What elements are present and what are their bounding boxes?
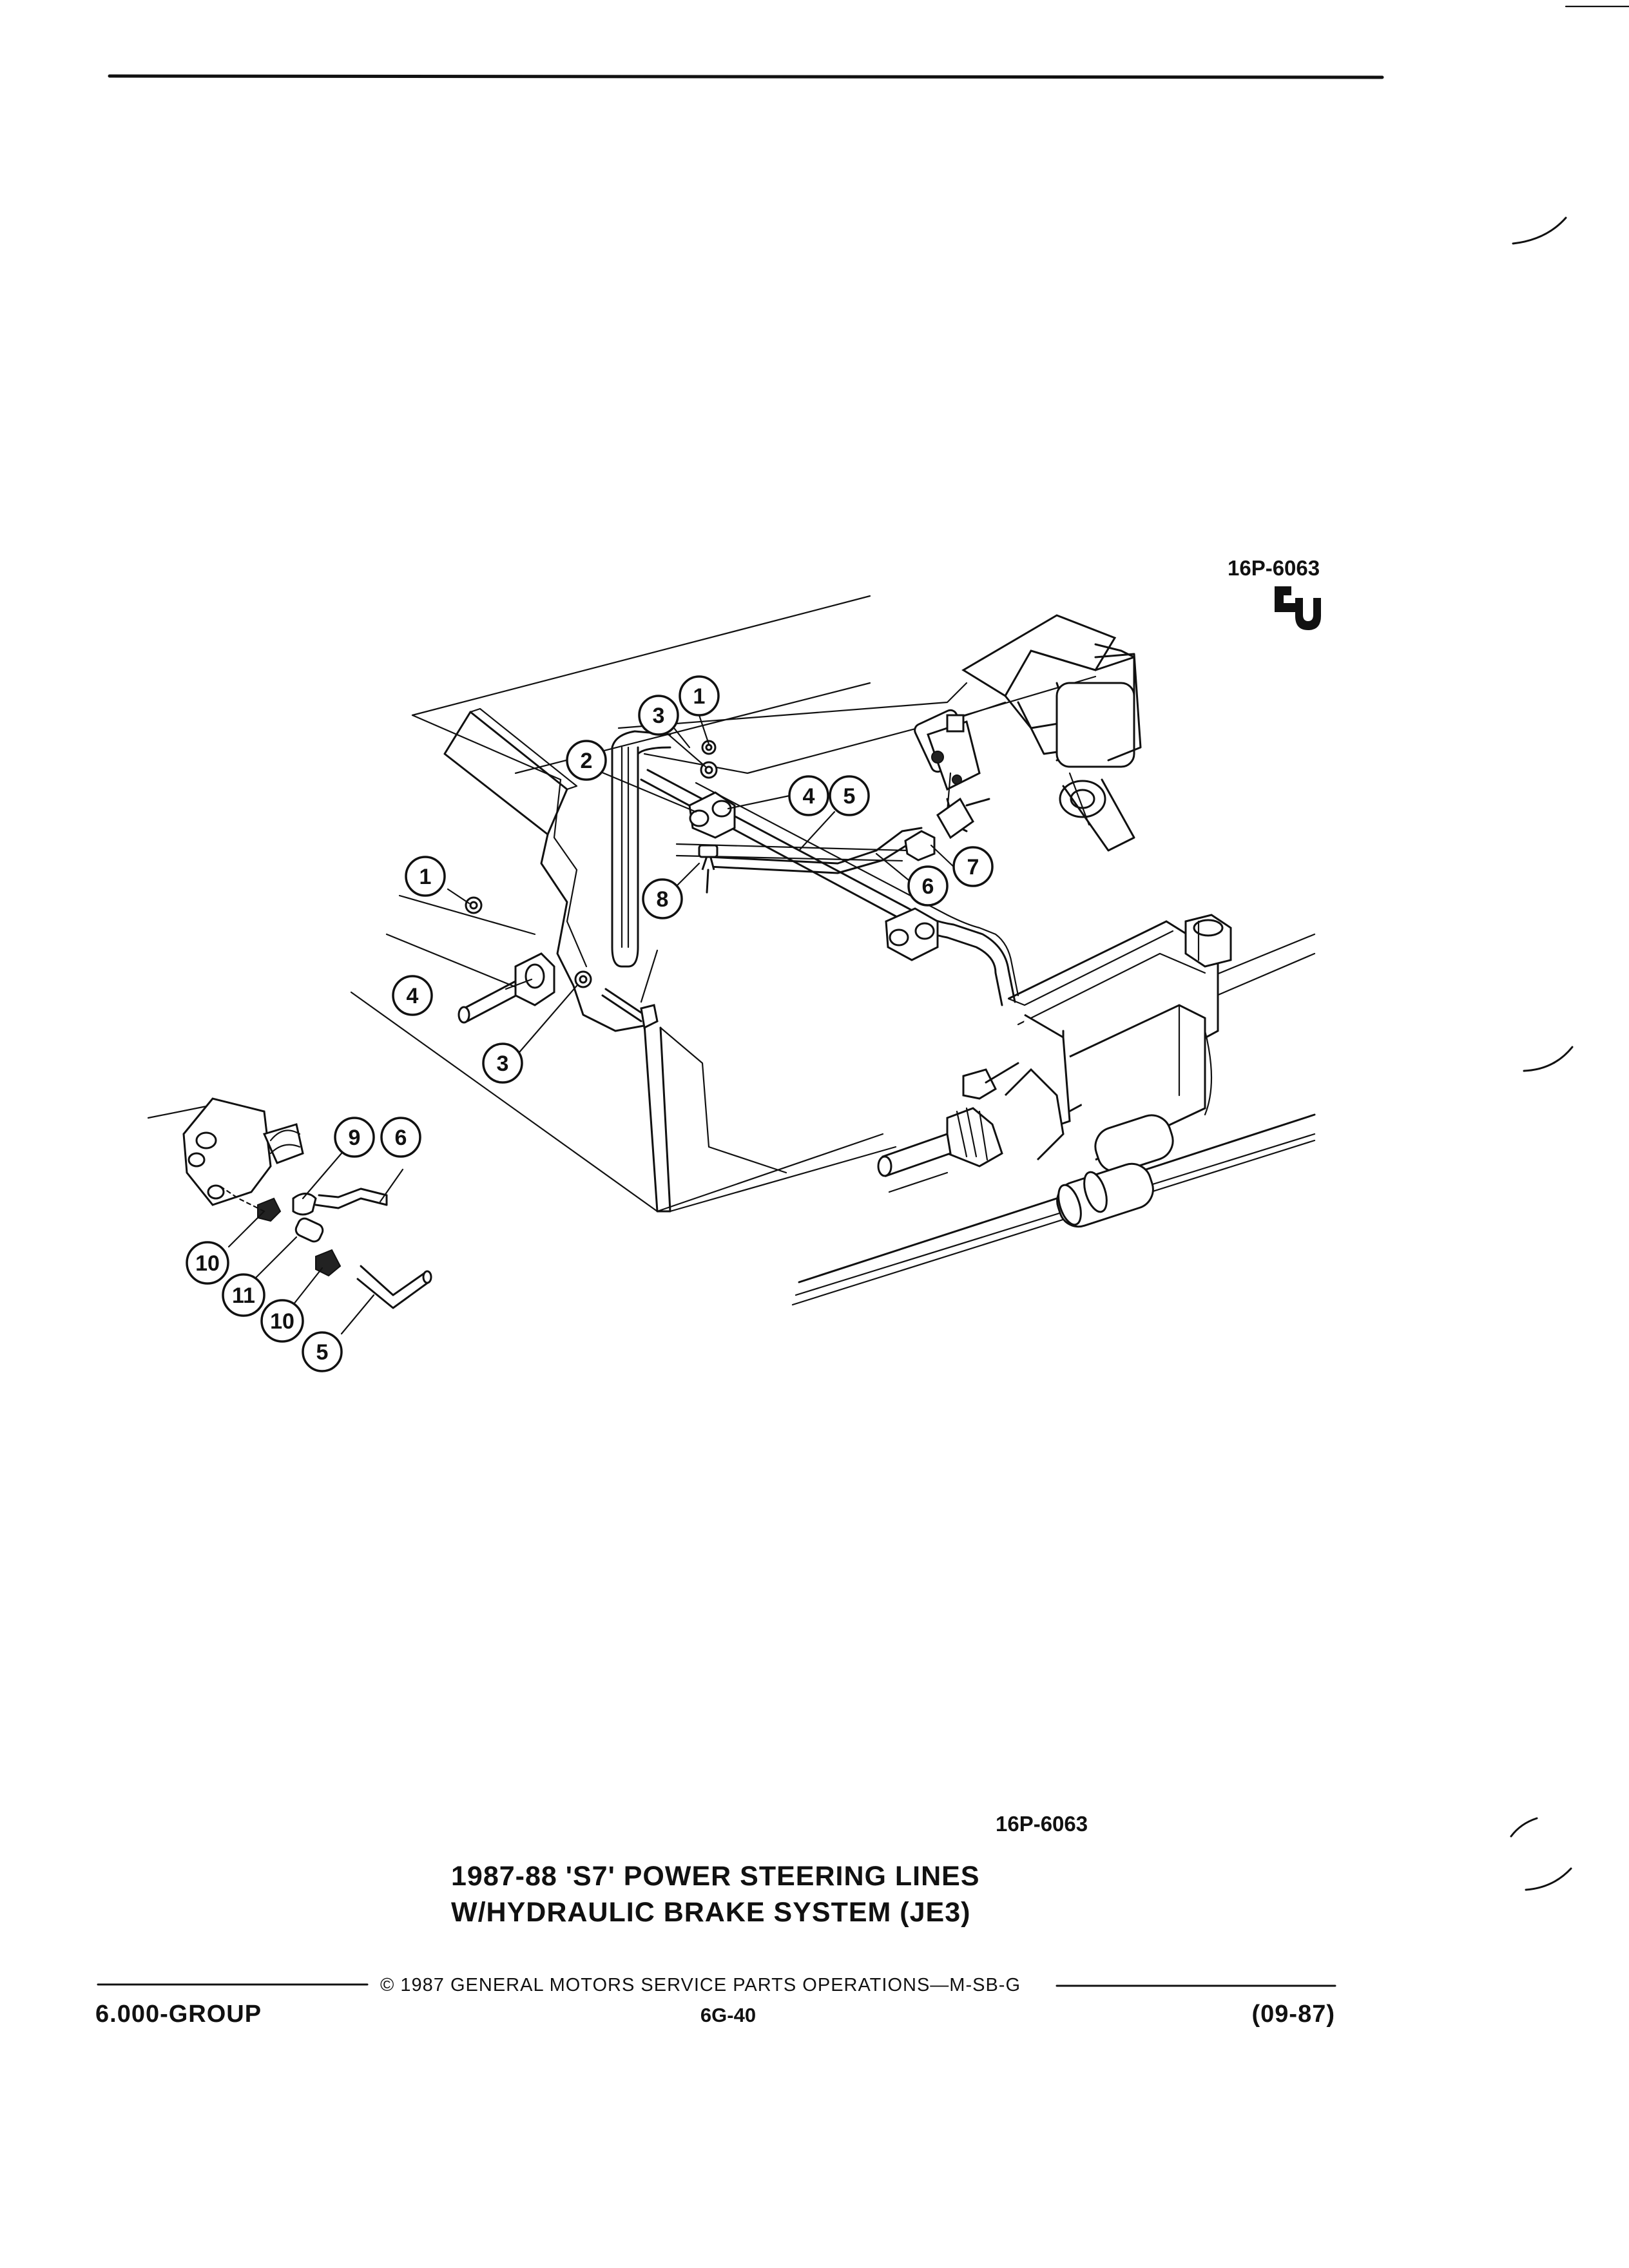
inset-detail: [147, 1097, 432, 1309]
header-rule: [108, 74, 1384, 79]
callout-2: 2: [566, 740, 607, 781]
binder-marks: [1510, 5, 1629, 1891]
callout-6-inset: 6: [380, 1117, 421, 1158]
svg-text:1: 1: [693, 684, 706, 709]
steering-lines-diagram: 1 3 2 4 5 7 6: [147, 595, 1316, 1372]
svg-text:5: 5: [843, 784, 856, 809]
group-label: 6.000-GROUP: [95, 2001, 262, 2028]
svg-text:6: 6: [922, 874, 934, 899]
hardware: [465, 740, 718, 1030]
callout-5-inset: 5: [302, 1331, 343, 1372]
callout-1-top: 1: [679, 675, 720, 716]
svg-text:9: 9: [349, 1126, 361, 1150]
figure-code-bottom: 16P-6063: [996, 1812, 1088, 1836]
svg-text:10: 10: [195, 1251, 220, 1276]
callout-10-upper: 10: [186, 1241, 229, 1285]
hydraulic-booster: [877, 914, 1232, 1228]
callout-7: 7: [952, 846, 994, 887]
page-number: 6G-40: [700, 2004, 756, 2026]
footer: © 1987 GENERAL MOTORS SERVICE PARTS OPER…: [95, 1975, 1336, 2028]
callout-3-top: 3: [638, 695, 679, 736]
svg-text:6: 6: [395, 1126, 407, 1150]
frame-outline: [350, 595, 1316, 1306]
gm-spo-logo: [1275, 586, 1321, 630]
svg-text:2: 2: [581, 749, 593, 773]
callout-3-lower: 3: [482, 1043, 523, 1084]
svg-text:4: 4: [407, 984, 419, 1008]
svg-text:3: 3: [653, 704, 665, 728]
callout-4-top: 4: [788, 775, 829, 816]
callout-1-left: 1: [405, 856, 446, 897]
date-code: (09-87): [1252, 2001, 1336, 2028]
callout-11: 11: [222, 1273, 265, 1317]
svg-text:8: 8: [657, 887, 669, 912]
svg-text:7: 7: [967, 855, 979, 879]
steering-gear: [914, 614, 1142, 852]
svg-text:10: 10: [270, 1309, 294, 1334]
svg-text:4: 4: [803, 784, 815, 809]
figure-title-line1: 1987-88 'S7' POWER STEERING LINES: [451, 1861, 980, 1892]
callout-4-left: 4: [392, 975, 433, 1016]
callouts: 1 3 2 4 5 7 6: [186, 675, 994, 1372]
callout-6-top: 6: [907, 865, 949, 907]
svg-text:1: 1: [419, 865, 432, 889]
callout-9: 9: [334, 1117, 375, 1158]
figure-code-top: 16P-6063: [1228, 556, 1320, 580]
leader-lines: [227, 714, 958, 1335]
figure-title-line2: W/HYDRAULIC BRAKE SYSTEM (JE3): [451, 1897, 970, 1928]
svg-text:3: 3: [497, 1052, 509, 1076]
svg-text:5: 5: [316, 1340, 329, 1365]
callout-5-top: 5: [829, 775, 870, 816]
copyright-line: © 1987 GENERAL MOTORS SERVICE PARTS OPER…: [380, 1975, 1021, 1995]
callout-8: 8: [642, 878, 683, 919]
svg-text:11: 11: [232, 1283, 255, 1308]
steering-hose-lines: [458, 730, 1019, 1024]
callout-10-lower: 10: [260, 1299, 304, 1343]
